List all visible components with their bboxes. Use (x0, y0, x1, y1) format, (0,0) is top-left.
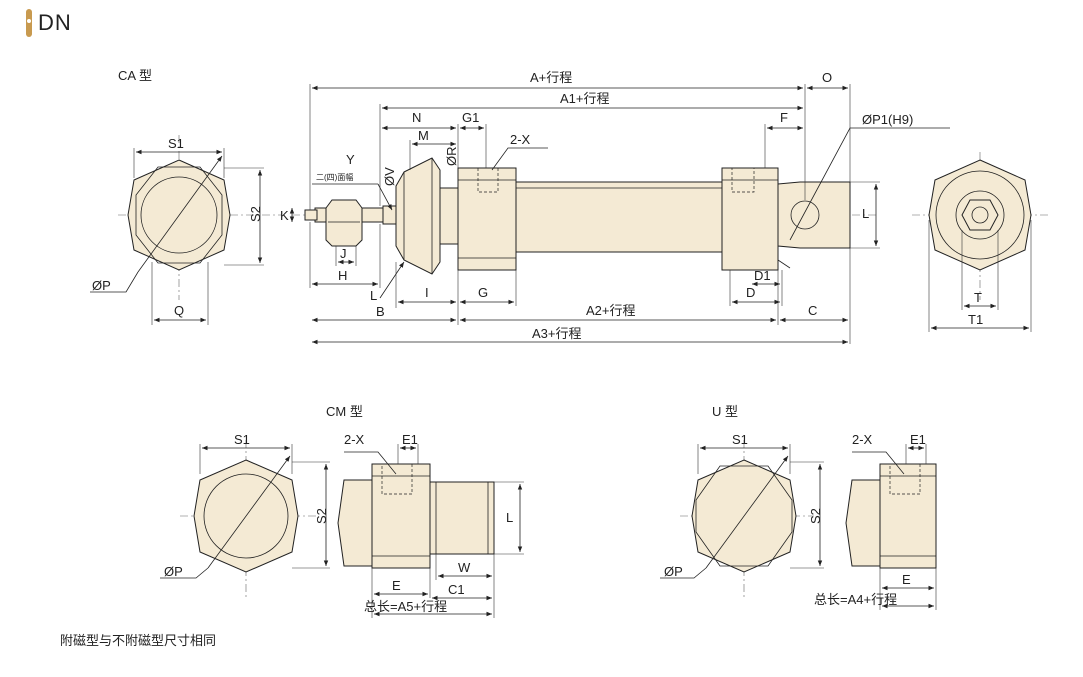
cm-dim-p: ØP (164, 564, 183, 579)
dim-flats: 二(四)面幅 (316, 172, 353, 182)
dim-m: M (418, 128, 429, 143)
dim-a-stroke: A+行程 (530, 70, 572, 85)
cm-dim-l: L (506, 510, 513, 525)
dim-i: I (425, 285, 429, 300)
footnote: 附磁型与不附磁型尺寸相同 (60, 633, 217, 648)
ca-dim-p: ØP (92, 278, 111, 293)
rear-end-view: T T1 (912, 152, 1048, 332)
dim-h: H (338, 268, 347, 283)
ca-dim-s2: S2 (248, 206, 263, 222)
u-dim-2x: 2-X (852, 432, 873, 447)
dim-l: L (862, 206, 869, 221)
dim-y: Y (346, 152, 355, 167)
dim-l-thread: L (370, 288, 377, 303)
dim-a2-stroke: A2+行程 (586, 303, 636, 318)
page-title: DN (38, 10, 72, 35)
dim-c: C (808, 303, 817, 318)
dim-o: O (822, 70, 832, 85)
dim-a1-stroke: A1+行程 (560, 91, 610, 106)
dim-k: K (280, 208, 289, 223)
u-dim-s2: S2 (808, 508, 823, 524)
cm-dim-s1: S1 (234, 432, 250, 447)
dim-j: J (340, 246, 347, 261)
dim-t1: T1 (968, 312, 983, 327)
cm-dim-w: W (458, 560, 471, 575)
dim-v: ØV (382, 167, 397, 186)
u-view-label: U 型 (712, 404, 738, 419)
dim-r: ØR (444, 147, 459, 167)
dim-b: B (376, 304, 385, 319)
dim-p1: ØP1(H9) (862, 112, 913, 127)
ca-end-view: CA 型 S1 S2 ØP Q (90, 68, 282, 325)
u-dim-e: E (902, 572, 911, 587)
ca-dim-s1: S1 (168, 136, 184, 151)
u-dim-e1: E1 (910, 432, 926, 447)
cm-dim-e: E (392, 578, 401, 593)
cylinder-side-view: L A+行程 O A1+行程 N M G1 2-X F ØP1(H9) Y 二(… (280, 70, 950, 345)
dim-t: T (974, 290, 982, 305)
dim-d: D (746, 285, 755, 300)
header-marker-icon (26, 9, 32, 37)
u-dim-p: ØP (664, 564, 683, 579)
dim-g: G (478, 285, 488, 300)
dim-g1: G1 (462, 110, 479, 125)
dim-n: N (412, 110, 421, 125)
dim-f: F (780, 110, 788, 125)
u-views: U 型 S1 S2 ØP E1 2-X E 总长=A4+行程 (660, 404, 937, 610)
u-dim-s1: S1 (732, 432, 748, 447)
u-dim-total: 总长=A4+行程 (814, 592, 897, 607)
header: DN (26, 6, 72, 40)
cm-dim-c1: C1 (448, 582, 465, 597)
ca-dim-q: Q (174, 303, 184, 318)
dim-d1: D1 (754, 268, 771, 283)
cm-dim-total: 总长=A5+行程 (364, 599, 447, 614)
cm-view-label: CM 型 (326, 404, 363, 419)
ca-view-label: CA 型 (118, 68, 152, 83)
cm-dim-2x: 2-X (344, 432, 365, 447)
dim-2x: 2-X (510, 132, 531, 147)
dim-a3-stroke: A3+行程 (532, 326, 582, 341)
cm-dim-e1: E1 (402, 432, 418, 447)
cm-views: CM 型 S1 S2 ØP L E1 2-X (160, 404, 524, 618)
cm-dim-s2: S2 (314, 508, 329, 524)
